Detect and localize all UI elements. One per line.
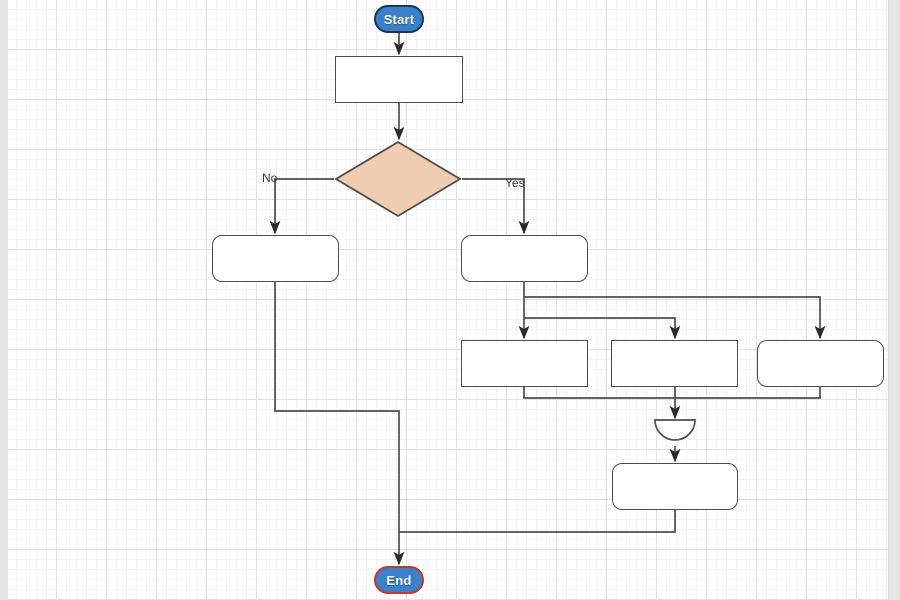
node-branch-yes[interactable] [461, 235, 588, 282]
edge-label-no: No [262, 171, 278, 185]
node-process-top[interactable] [335, 56, 463, 103]
node-decision-label [334, 140, 462, 218]
node-task-left[interactable] [461, 340, 588, 387]
canvas-gutter-right [888, 0, 900, 600]
node-start[interactable]: Start [374, 5, 424, 33]
node-end-label: End [386, 572, 412, 588]
edge-label-yes: Yes [505, 176, 525, 190]
node-start-label: Start [383, 11, 415, 27]
node-branch-no[interactable] [212, 235, 339, 282]
node-end[interactable]: End [374, 566, 424, 594]
node-task-middle[interactable] [611, 340, 738, 387]
decision-shape [334, 140, 462, 218]
node-merge[interactable] [653, 418, 697, 446]
node-process-bottom[interactable] [612, 463, 738, 510]
node-decision[interactable] [334, 140, 462, 218]
merge-shape [654, 419, 696, 441]
node-task-right[interactable] [757, 340, 884, 387]
node-merge-label [653, 418, 697, 446]
